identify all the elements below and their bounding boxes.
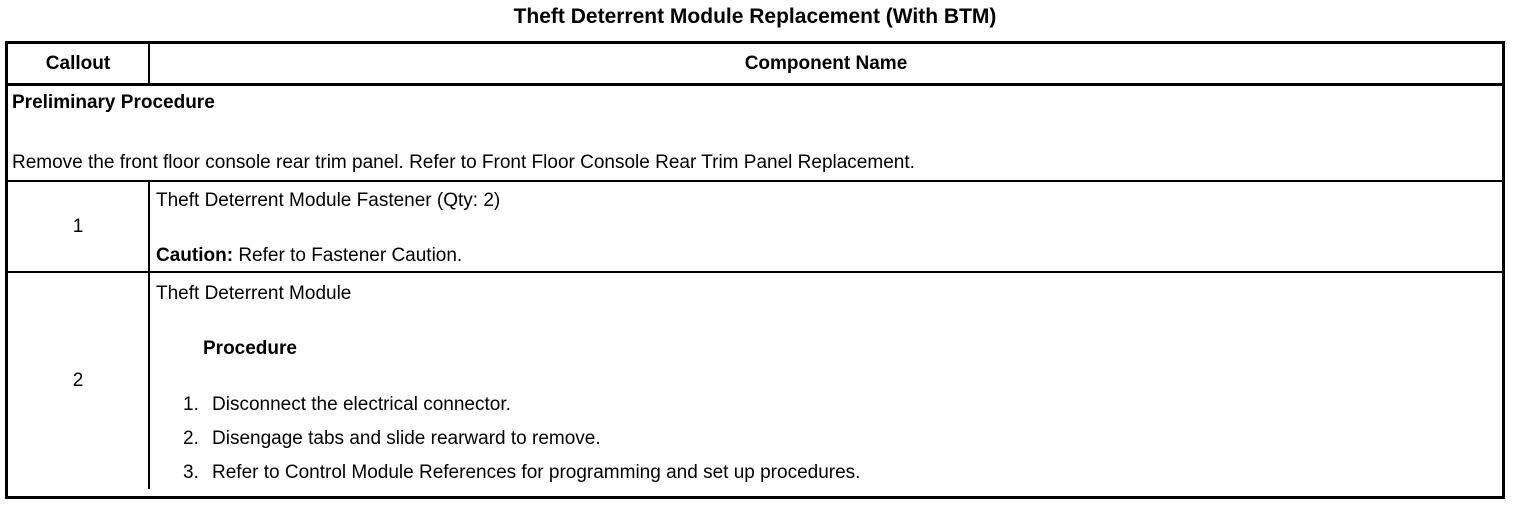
step-text: Disconnect the electrical connector. [212, 394, 511, 415]
preliminary-procedure-row: Preliminary Procedure Remove the front f… [8, 86, 1502, 182]
callout-number: 2 [8, 273, 150, 489]
header-component-name: Component Name [744, 52, 908, 74]
procedure-step: 3. Refer to Control Module References fo… [183, 461, 1494, 485]
callout-number: 1 [8, 182, 150, 271]
component-cell: Theft Deterrent Module Procedure 1. Disc… [150, 273, 1502, 489]
table-row-module: 2 Theft Deterrent Module Procedure 1. Di… [8, 273, 1502, 489]
procedure-heading: Procedure [203, 338, 297, 359]
procedure-step: 2. Disengage tabs and slide rearward to … [183, 427, 1494, 451]
step-number: 1. [183, 394, 199, 415]
table-header-row: Callout Component Name [8, 44, 1502, 86]
step-text: Disengage tabs and slide rearward to rem… [212, 428, 601, 449]
caution-note: Caution: Refer to Fastener Caution. [156, 244, 1494, 268]
component-name: Theft Deterrent Module Fastener (Qty: 2) [156, 190, 501, 211]
component-cell: Theft Deterrent Module Fastener (Qty: 2)… [150, 182, 1502, 271]
component-name: Theft Deterrent Module [156, 283, 352, 304]
page-title: Theft Deterrent Module Replacement (With… [513, 5, 997, 28]
preliminary-heading: Preliminary Procedure [12, 92, 215, 113]
table-row-fastener: 1 Theft Deterrent Module Fastener (Qty: … [8, 182, 1502, 273]
preliminary-instruction: Remove the front floor console rear trim… [12, 152, 915, 173]
component-table: Callout Component Name Preliminary Proce… [5, 41, 1505, 499]
caution-label: Caution: [156, 245, 234, 266]
procedure-step: 1. Disconnect the electrical connector. [183, 393, 1494, 417]
caution-text: Refer to Fastener Caution. [233, 245, 463, 266]
header-callout: Callout [8, 44, 150, 83]
procedure-steps: 1. Disconnect the electrical connector. … [156, 393, 1494, 485]
step-number: 2. [183, 428, 199, 449]
step-text: Refer to Control Module References for p… [212, 462, 861, 483]
step-number: 3. [183, 462, 199, 483]
